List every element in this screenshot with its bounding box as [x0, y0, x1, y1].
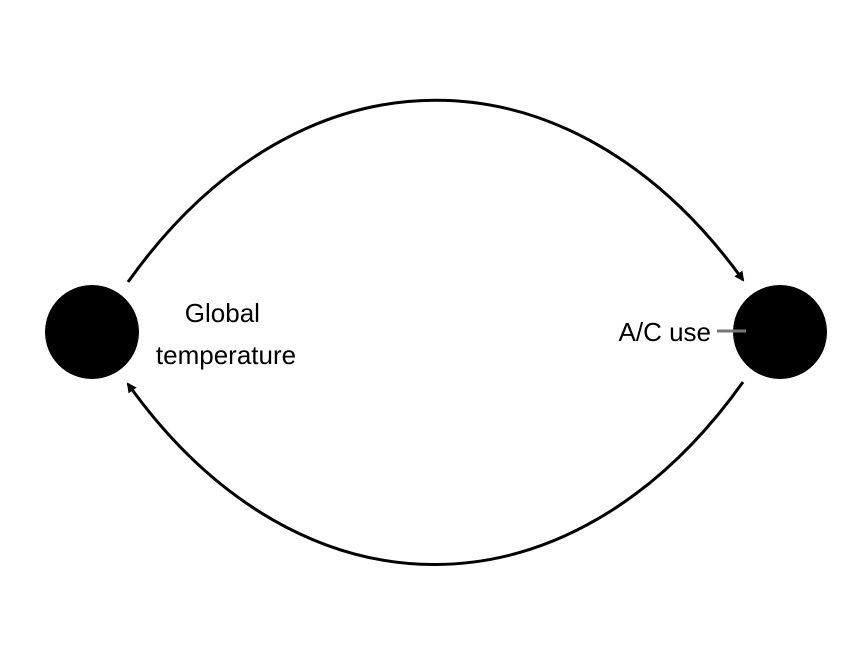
node-label-ac-use: A/C use: [619, 317, 712, 347]
edge-temperature-to-ac: [126, 98, 745, 283]
node-ac-use: [733, 285, 827, 379]
edge-ac-to-temperature: [126, 381, 745, 566]
node-label-line: temperature: [156, 340, 296, 370]
node-label-global-temperature: Global temperature: [156, 298, 296, 370]
node-global-temperature: [45, 285, 139, 379]
node-label-line: Global: [185, 298, 260, 328]
